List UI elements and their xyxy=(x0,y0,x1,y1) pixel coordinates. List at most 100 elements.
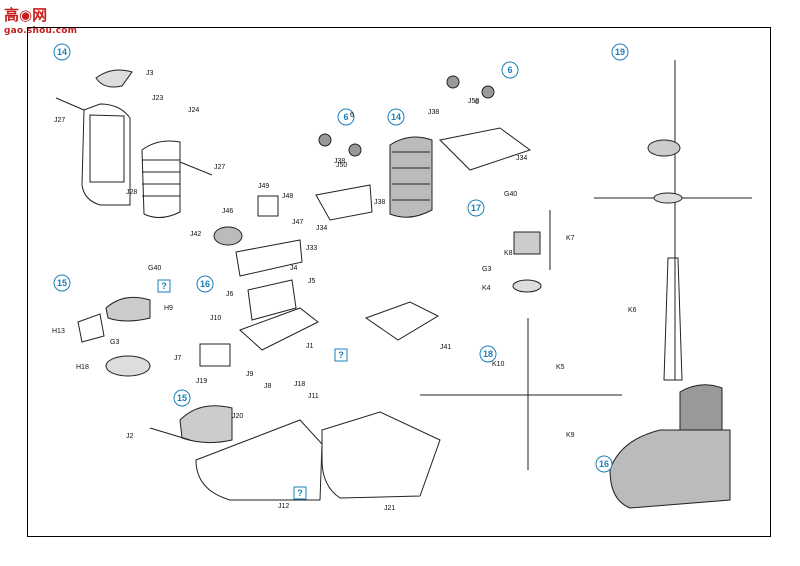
bridge-deck-j34 xyxy=(315,127,532,221)
yardarm-assembly xyxy=(420,318,622,470)
part-label: G40 xyxy=(148,265,161,272)
part-label: J47 xyxy=(292,219,303,226)
step-number-circle xyxy=(196,275,214,293)
step-number-circle xyxy=(173,389,191,407)
part-label: J10 xyxy=(210,315,221,322)
part-j49 xyxy=(257,195,279,217)
step-number: 15 xyxy=(177,393,187,403)
deck-j1 xyxy=(239,307,319,351)
part-label: K8 xyxy=(504,250,513,257)
part-label: 6 xyxy=(475,99,479,106)
callout-mark: ? xyxy=(161,281,167,291)
watermark-url: gao.shou.com xyxy=(4,26,78,36)
step-number: 19 xyxy=(615,47,625,57)
assembled-bridge-step19 xyxy=(609,384,731,509)
part-label: J23 xyxy=(152,95,163,102)
step-number: 16 xyxy=(599,459,609,469)
searchlight-pair-right xyxy=(446,75,495,99)
part-label: J50 xyxy=(336,162,347,169)
part-k4 xyxy=(512,279,542,293)
part-label: J24 xyxy=(188,107,199,114)
part-label: J19 xyxy=(196,378,207,385)
deck-j41 xyxy=(364,301,440,341)
step-number-circle xyxy=(53,274,71,292)
part-k8 xyxy=(513,231,541,255)
part-label: H9 xyxy=(164,305,173,312)
part-label: J5 xyxy=(308,278,316,285)
part-label: J11 xyxy=(308,393,319,400)
part-label: J8 xyxy=(264,383,272,390)
watermark-logo: 高◉网 gao.shou.com xyxy=(4,4,84,40)
part-label: J7 xyxy=(174,355,182,362)
watermark-chars: 高◉网 xyxy=(4,6,48,24)
pin-j27-right xyxy=(179,161,213,176)
part-label: J12 xyxy=(278,503,289,510)
part-label: K6 xyxy=(628,307,637,314)
part-j42 xyxy=(213,226,243,246)
part-label: J38 xyxy=(374,199,385,206)
part-label: K9 xyxy=(566,432,575,439)
step-number-circle xyxy=(467,199,485,217)
part-label: G40 xyxy=(504,191,517,198)
part-label: K7 xyxy=(566,235,575,242)
tower-part-j3 xyxy=(95,69,133,88)
step-number: 17 xyxy=(471,203,481,213)
tower-step14-assembled xyxy=(389,136,433,218)
callout-mark: ? xyxy=(338,350,344,360)
part-h13 xyxy=(77,313,105,343)
part-label: J42 xyxy=(190,231,201,238)
step-number: 14 xyxy=(391,112,401,122)
part-label: 6 xyxy=(350,112,354,119)
part-label: J27 xyxy=(214,164,225,171)
part-label: J48 xyxy=(282,193,293,200)
turret-j20 xyxy=(179,405,233,444)
part-h9 xyxy=(105,296,151,322)
mast-assembly xyxy=(594,60,752,381)
part-label: J4 xyxy=(290,265,298,272)
part-label: J38 xyxy=(428,109,439,116)
gun-j2 xyxy=(149,427,191,441)
part-j7-block xyxy=(199,343,231,367)
part-label: K10 xyxy=(492,361,505,368)
diagram-frame xyxy=(27,27,771,537)
step-number: 6 xyxy=(507,65,512,75)
callout-box xyxy=(293,486,307,500)
part-label: H18 xyxy=(76,364,89,371)
part-label: J9 xyxy=(246,371,254,378)
callout-mark: ? xyxy=(297,488,303,498)
part-label: G3 xyxy=(110,339,119,346)
part-label: J49 xyxy=(258,183,269,190)
part-label: J6 xyxy=(226,291,234,298)
part-label: J41 xyxy=(440,344,451,351)
step-number: 15 xyxy=(57,278,67,288)
step-number: 16 xyxy=(200,279,210,289)
tower-part-j24 xyxy=(141,140,181,218)
tower-part-j23 xyxy=(81,103,131,206)
step-number-circle xyxy=(387,108,405,126)
part-label: J3 xyxy=(146,70,154,77)
step-number: 18 xyxy=(483,349,493,359)
part-label: J50 xyxy=(468,98,479,105)
part-h18 xyxy=(105,355,151,377)
part-label: K4 xyxy=(482,285,491,292)
step-number-circle xyxy=(501,61,519,79)
callout-box xyxy=(334,348,348,362)
part-label: J1 xyxy=(306,343,314,350)
part-label: J21 xyxy=(384,505,395,512)
callout-box xyxy=(157,279,171,293)
part-label: J28 xyxy=(126,189,137,196)
part-label: J34 xyxy=(516,155,527,162)
part-label: K5 xyxy=(556,364,565,371)
pin-j27-left xyxy=(55,97,85,111)
hull-j12 xyxy=(195,419,323,501)
part-label: J27 xyxy=(54,117,65,124)
step-number-circle xyxy=(53,43,71,61)
part-j4-j5 xyxy=(247,279,297,321)
part-label: J2 xyxy=(126,433,134,440)
part-label: J46 xyxy=(222,208,233,215)
part-label: H13 xyxy=(52,328,65,335)
hull-j21 xyxy=(321,411,441,499)
step-number: 14 xyxy=(57,47,67,57)
